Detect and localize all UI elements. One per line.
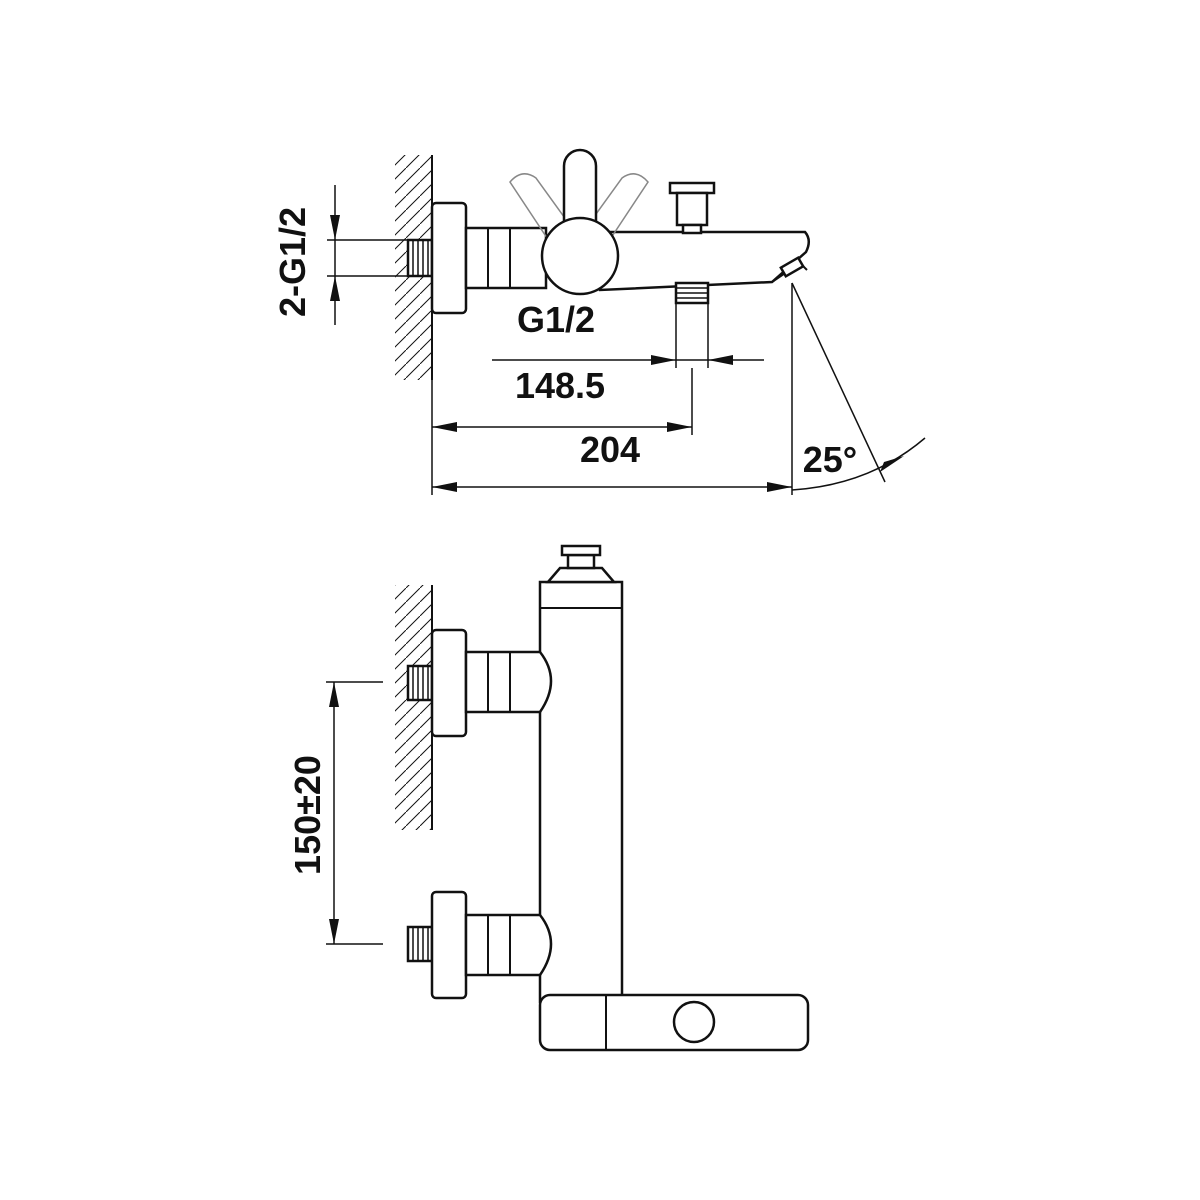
dim-spout-reach	[432, 282, 926, 495]
aerator	[779, 255, 805, 279]
dim-outlet-offset	[492, 303, 764, 368]
spout-body	[590, 230, 810, 292]
vertical-body	[538, 580, 624, 1004]
dim-total-length	[431, 368, 693, 495]
side-view: 150±20	[287, 544, 810, 1052]
connector-pipe-top	[464, 226, 548, 290]
diverter-knob-side	[545, 544, 617, 584]
upper-inlet	[406, 628, 553, 738]
outlet-thread-label: G1/2	[517, 299, 595, 340]
dim-outlet-offset-label: 148.5	[515, 365, 605, 406]
outlet-thread	[674, 281, 710, 305]
diverter-knob-top	[668, 181, 716, 235]
lower-inlet	[406, 890, 553, 1000]
flange-top	[430, 201, 468, 315]
inlet-spacing-label: 150±20	[287, 755, 328, 875]
mixer-body	[540, 216, 620, 296]
outlet-circle	[672, 1000, 716, 1044]
spout-angle-label: 25°	[803, 439, 857, 480]
inlet-thread-label: 2-G1/2	[272, 207, 313, 317]
dim-inlet-spacing	[326, 681, 383, 945]
spout-bar-side	[538, 993, 810, 1052]
top-view: 2-G1/2 G1/2 148.5 204	[272, 148, 926, 495]
dim-total-length-label: 204	[580, 429, 640, 470]
inlet-thread-top	[406, 238, 434, 278]
inlet-dimension	[327, 185, 408, 325]
wall-side	[395, 585, 433, 830]
